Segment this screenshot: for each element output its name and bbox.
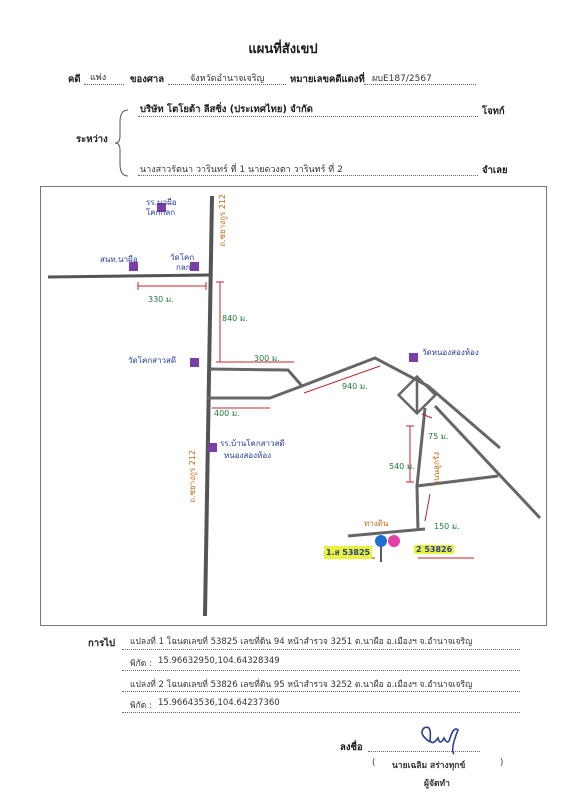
distance-label: 840 ม.	[222, 314, 248, 323]
temple-marker-icon	[409, 353, 418, 362]
map-label: สนท.นาผือ	[100, 255, 138, 264]
map-label: วัดโคก	[170, 253, 195, 262]
defendant-role: จำเลย	[482, 165, 508, 176]
distance-label: 75 ม.	[428, 432, 449, 441]
case-type: แพ่ง	[90, 73, 107, 83]
dotted-line	[122, 712, 520, 713]
dotted-line	[138, 116, 478, 117]
plot1-label: 1.ส 53825	[324, 546, 373, 559]
court-name: จังหวัดอำนาจเจริญ	[190, 74, 265, 84]
side-road-west	[47, 273, 211, 279]
distance-label: 540 ม.	[389, 462, 415, 471]
main-road	[203, 195, 214, 617]
sign-label: ลงชื่อ	[340, 742, 363, 753]
signer-role: ผู้จัดทำ	[424, 779, 450, 789]
map-frame	[40, 186, 547, 626]
map-label: วัดหนองสองห้อง	[422, 348, 479, 357]
school-marker-icon	[157, 203, 166, 212]
path-label: ทางดิน	[364, 519, 389, 528]
distance-label: 300 ม.	[254, 354, 280, 363]
case-number: ผบE187/2567	[372, 74, 432, 84]
map-label: โคกกลก	[146, 208, 176, 217]
brace-icon	[114, 109, 129, 177]
dotted-line	[368, 751, 480, 752]
plot2-marker-icon	[388, 535, 400, 547]
dotted-line	[84, 84, 124, 85]
plot2-coordinates: 15.96643536,104.64237360	[158, 698, 280, 708]
temple-marker-icon	[190, 358, 199, 367]
route-label: การไป	[88, 638, 115, 649]
plaintiff-name: บริษัท โตโยต้า ลีสซิ่ง (ประเทศไทย) จำกัด	[140, 104, 313, 115]
map-label: รร.นาผือ	[146, 198, 177, 207]
document-title: แผนที่สังเขป	[248, 42, 318, 57]
dotted-line	[122, 691, 520, 692]
road-label: ถ.ชยางกูร 212	[218, 194, 227, 247]
plot1-coordinates: 15.96632950,104.64328349	[158, 656, 280, 666]
defendant-name: นางสาวรัตนา วารินทร์ ที่ 1 นายดวงตา วาริ…	[140, 165, 343, 175]
distance-label: 400 ม.	[214, 409, 240, 418]
signer-name: นายเฉลิม สร่างทุกข์	[392, 761, 466, 771]
map-label: รร.บ้านโคกสาวสดี	[220, 439, 285, 448]
dotted-line	[122, 670, 520, 671]
court-label: ของศาล	[130, 74, 165, 85]
signature-mark	[421, 726, 459, 755]
side-road-lower	[207, 384, 303, 400]
plot2-coord-label: พิกัด :	[130, 701, 152, 711]
plot2-description: แปลงที่ 2 โฉนดเลขที่ 53826 เลขที่ดิน 95 …	[130, 680, 473, 690]
hospital-marker-icon	[129, 262, 138, 271]
distance-label: 150 ม.	[434, 522, 460, 531]
dirt-track	[347, 527, 426, 538]
map-label: กลก	[176, 263, 191, 272]
school-marker-icon	[208, 443, 217, 452]
temple-marker-icon	[190, 262, 199, 271]
dotted-line	[138, 175, 478, 176]
plot2-label: 2 53826	[414, 545, 455, 554]
name-close-paren: )	[500, 758, 504, 768]
route-map	[47, 195, 542, 617]
name-open-paren: (	[372, 758, 376, 768]
case-number-label: หมายเลขคดีแดงที่	[290, 74, 365, 85]
plot1-coord-label: พิกัด :	[130, 659, 152, 669]
plot1-description: แปลงที่ 1 โฉนดเลขที่ 53825 เลขที่ดิน 94 …	[130, 637, 473, 647]
dotted-line	[168, 84, 286, 85]
plaintiff-role: โจทก์	[482, 106, 505, 117]
plot1-marker-icon	[375, 535, 387, 547]
intersection-box	[396, 374, 438, 416]
dotted-line	[364, 84, 476, 85]
map-label: หนองสองห้อง	[224, 451, 272, 460]
between-label: ระหว่าง	[76, 134, 108, 145]
road-label: ถ.ชยางกูร 212	[188, 450, 197, 503]
road-label: ถนนลูกรัง	[432, 452, 441, 486]
map-label: วัดโคกสาวสดี	[128, 356, 177, 365]
dotted-line	[122, 649, 520, 650]
distance-label: 940 ม.	[342, 382, 368, 391]
distance-label: 330 ม.	[148, 295, 174, 304]
case-label: คดี	[68, 74, 81, 85]
side-road-east	[209, 356, 501, 450]
laterite-road	[415, 407, 427, 532]
